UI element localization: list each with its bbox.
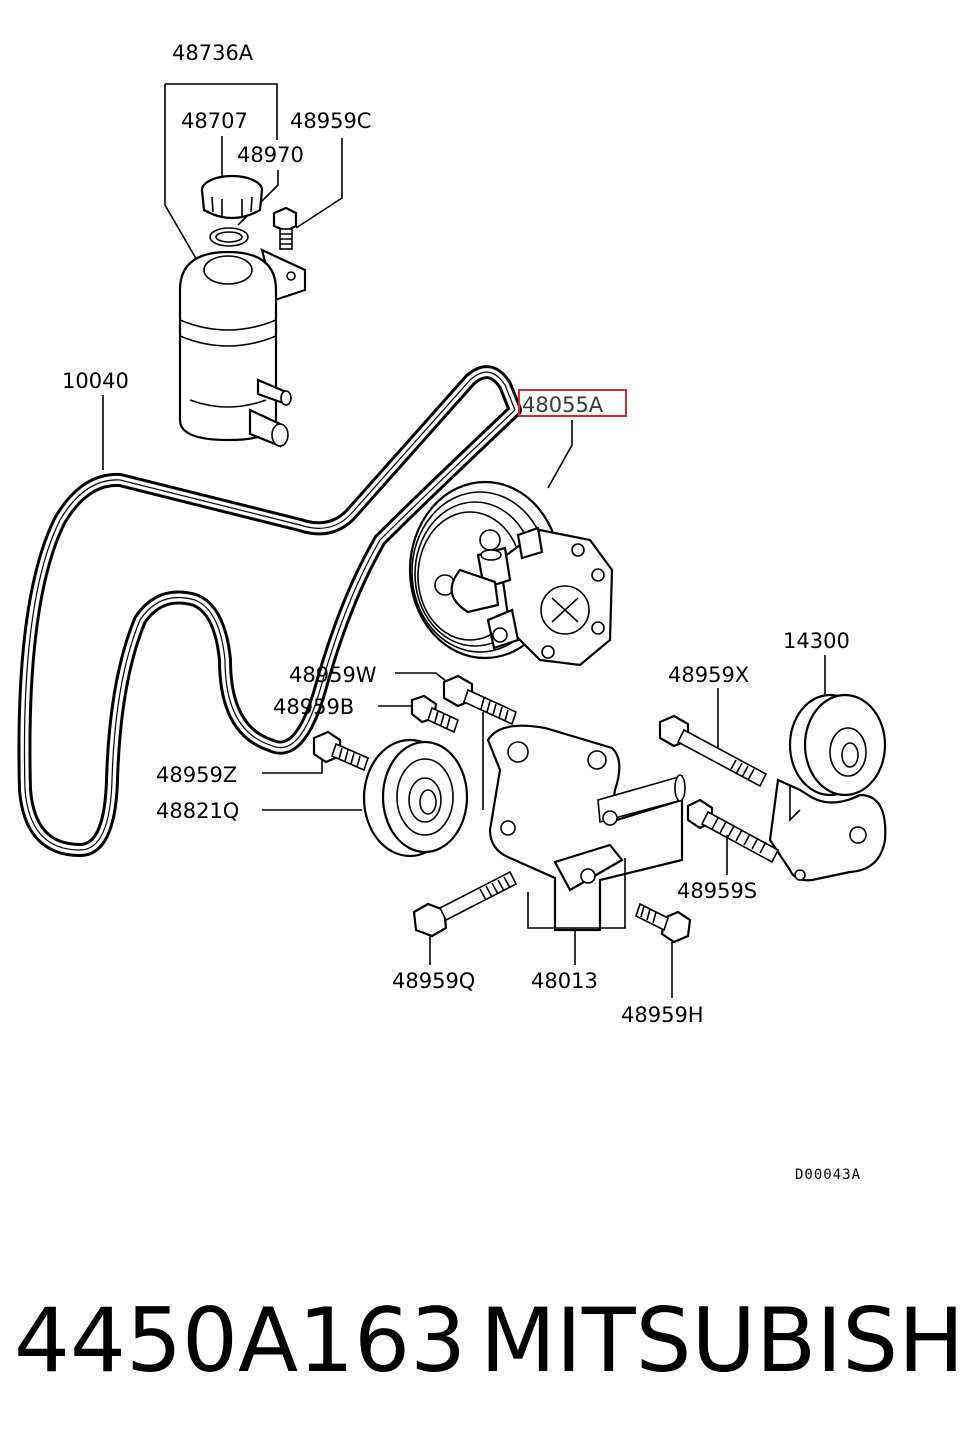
label-48013: 48013 [531, 969, 598, 993]
reservoir-body [178, 248, 307, 448]
bolt-48959B [378, 694, 459, 734]
idler-pulley [262, 738, 469, 858]
label-48959W: 48959W [289, 663, 377, 687]
bolt-48959S [686, 798, 780, 875]
diagram-code: D00043A [795, 1167, 861, 1183]
label-48959S: 48959S [677, 879, 757, 903]
caption-brand: MITSUBISHI [480, 1289, 960, 1392]
reservoir-assembly [164, 83, 343, 448]
label-48707: 48707 [181, 109, 248, 133]
label-48959Q: 48959Q [392, 969, 475, 993]
label-48959Z: 48959Z [156, 763, 237, 787]
bolt-48959H [635, 902, 692, 998]
label-10040: 10040 [62, 369, 129, 393]
bolt-48959Z [262, 730, 369, 774]
bolt-48959C [272, 206, 298, 250]
label-48959H: 48959H [621, 1003, 704, 1027]
caption-part-number: 4450A163 [14, 1289, 467, 1392]
label-48959C: 48959C [290, 109, 371, 133]
bolt-48959Q [412, 870, 518, 965]
label-48055A: 48055A [522, 393, 604, 417]
label-48821Q: 48821Q [156, 799, 239, 823]
label-14300: 14300 [783, 629, 850, 653]
bolt-48959X [658, 688, 768, 788]
drive-belt [17, 365, 522, 857]
label-48736A: 48736A [172, 41, 254, 65]
label-48959X: 48959X [668, 663, 749, 687]
belt-tensioner [768, 655, 887, 882]
label-48959B: 48959B [273, 695, 354, 719]
label-48970: 48970 [237, 143, 304, 167]
power-steering-pump [408, 420, 614, 667]
reservoir-cap [200, 174, 264, 220]
bolt-48959W [395, 672, 517, 726]
pump-bracket [482, 712, 686, 965]
highlight-box [518, 389, 627, 417]
